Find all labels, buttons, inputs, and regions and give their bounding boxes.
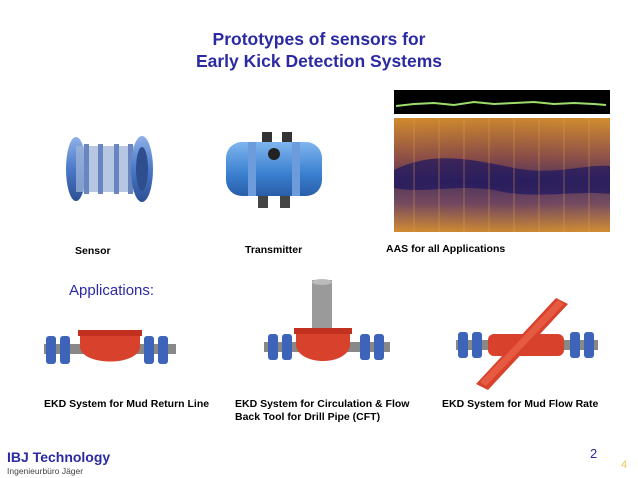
caption-cft-line2: Back Tool for Drill Pipe (CFT) (235, 411, 381, 423)
mud-flow-rate-image (456, 298, 598, 390)
caption-sensor: Sensor (75, 245, 111, 257)
footer-subtitle: Ingenieurbüro Jäger (7, 466, 84, 476)
caption-transmitter: Transmitter (245, 244, 303, 256)
cft-drill-pipe-image (264, 279, 390, 361)
caption-mud-return-line: EKD System for Mud Return Line (44, 398, 210, 410)
caption-mud-flow-rate: EKD System for Mud Flow Rate (442, 398, 599, 410)
corner-number: 4 (621, 459, 628, 471)
aas-spectrogram-image (394, 90, 610, 232)
transmitter-image (226, 132, 322, 208)
slide-title-line2: Early Kick Detection Systems (195, 51, 443, 71)
applications-heading: Applications: (69, 282, 155, 299)
page-number: 2 (590, 446, 598, 461)
sensor-image (66, 136, 153, 202)
slide-title-line1: Prototypes of sensors for (212, 29, 426, 49)
caption-cft-line1: EKD System for Circulation & Flow (235, 398, 410, 410)
footer-brand: IBJ Technology (7, 449, 111, 465)
mud-return-line-image (44, 330, 176, 364)
caption-aas: AAS for all Applications (386, 243, 506, 255)
